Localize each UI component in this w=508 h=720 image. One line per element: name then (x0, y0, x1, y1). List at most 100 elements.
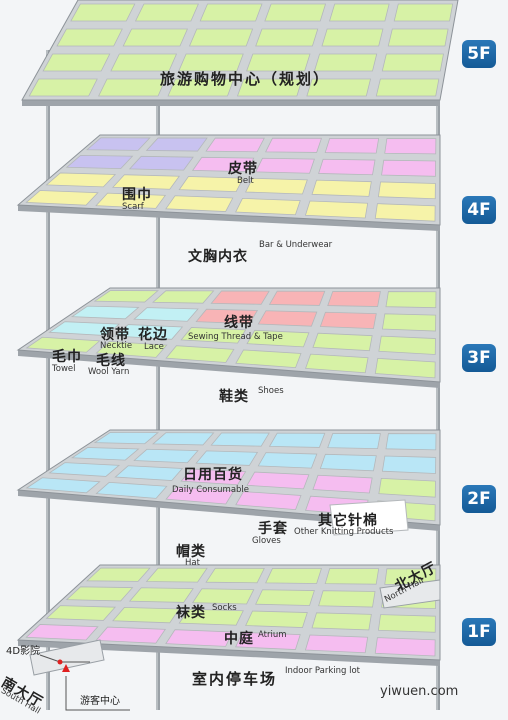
zone-hat-label: 帽类 (176, 544, 206, 560)
shop-cell-2f (48, 462, 121, 477)
shop-cell-3f (381, 313, 437, 332)
shop-cell-3f (70, 305, 140, 320)
shop-cell-1f (374, 637, 436, 657)
shop-cell-4f (112, 174, 180, 190)
shop-cell-2f (93, 432, 160, 445)
shop-cell-1f (112, 607, 180, 624)
floor-badge-4f[interactable]: 4F (462, 196, 496, 224)
shop-cell-5f (70, 3, 136, 22)
north-hall-strip (379, 579, 441, 609)
shop-cell-4f (95, 192, 167, 209)
shop-cell-4f (235, 197, 301, 216)
shop-cell-5f (134, 3, 199, 22)
shop-cell-4f (381, 159, 437, 177)
shop-cell-4f (45, 172, 117, 188)
shop-cell-4f (165, 195, 234, 212)
zone-daily-label: 日用百货 (183, 467, 243, 483)
shop-cell-3f (195, 308, 259, 325)
shop-cell-5f (42, 53, 111, 72)
shop-cell-2f (235, 491, 302, 511)
shop-cell-5f (393, 3, 454, 22)
zone-parking-en: Indoor Parking lot (285, 666, 360, 676)
shop-cell-3f (385, 291, 437, 309)
zone-thread-label: 线带 (224, 315, 254, 331)
zone-necktie-label: 领带 (100, 327, 130, 343)
floor-badge-5f[interactable]: 5F (462, 40, 496, 68)
zone-shoes-en: Shoes (258, 386, 284, 396)
shop-cell-4f (377, 181, 436, 200)
zone-gloves-en: Gloves (252, 536, 281, 546)
shop-cell-2f (385, 433, 437, 451)
shop-cell-5f (387, 28, 449, 47)
shop-cell-4f (86, 137, 151, 151)
zone-lace-label: 花边 (138, 327, 168, 343)
shop-cell-2f (165, 486, 235, 505)
shop-cell-1f (318, 590, 376, 608)
shop-cell-1f (304, 634, 369, 654)
shop-cell-3f (378, 335, 436, 355)
shop-cell-5f (313, 53, 378, 72)
slab-edge-1f (18, 640, 440, 666)
shop-cell-4f (304, 200, 369, 219)
shop-cell-4f (374, 203, 436, 222)
shop-cell-5f (122, 28, 189, 47)
shop-cell-5f (178, 53, 244, 72)
shop-cell-5f (188, 28, 254, 47)
shop-cell-2f (319, 453, 377, 472)
shop-cell-1f (255, 589, 315, 606)
shop-cell-5f (255, 28, 319, 47)
shop-cell-4f (145, 137, 208, 152)
cinema-4d-label: 4D影院 (6, 646, 41, 657)
shop-cell-3f (246, 329, 310, 348)
shop-cell-5f (199, 3, 263, 22)
shop-cell-5f (167, 78, 235, 97)
cinema-marker-icon (57, 659, 63, 665)
zone-scarf-label: 围巾 (122, 187, 152, 203)
floor-badge-2f[interactable]: 2F (462, 485, 496, 513)
floor-badge-3f[interactable]: 3F (462, 344, 496, 372)
shop-cell-3f (95, 341, 168, 358)
shop-cell-3f (312, 332, 373, 352)
shop-cell-2f (133, 448, 199, 464)
shop-cell-4f (311, 179, 372, 197)
shop-cell-2f (152, 432, 215, 446)
shop-cell-1f (145, 567, 208, 583)
slab-edge-3f (18, 350, 440, 388)
shop-cell-4f (324, 137, 380, 154)
shop-cell-3f (319, 311, 377, 330)
shop-cell-4f (265, 137, 323, 153)
shop-cell-3f (114, 324, 184, 340)
shop-cell-1f (324, 568, 380, 585)
shop-cell-3f (210, 290, 270, 305)
zone-towel-label: 毛巾 (52, 349, 82, 365)
zone-socks-en: Socks (212, 603, 237, 613)
zone-necktie-en: Necktie (100, 341, 133, 351)
shop-cell-1f (165, 629, 234, 647)
shop-cell-5f (321, 28, 384, 47)
shop-cell-1f (86, 567, 151, 582)
visitor-center-label: 游客中心 (80, 696, 120, 707)
shop-cell-2f (195, 450, 259, 466)
shop-cell-3f (257, 310, 318, 327)
shop-cell-3f (305, 353, 369, 374)
shop-cell-1f (265, 568, 323, 584)
zone-thread-en: Sewing Thread & Tape (188, 332, 283, 342)
shop-cell-2f (257, 452, 318, 469)
shop-cell-1f (235, 631, 301, 650)
zone-shoes-label: 鞋类 (219, 389, 249, 405)
shop-cell-5f (329, 3, 390, 22)
floor-badge-1f[interactable]: 1F (462, 618, 496, 646)
shop-cell-4f (191, 156, 255, 173)
zone-belt-en: Belt (237, 176, 254, 186)
shop-cell-3f (180, 327, 247, 344)
visitor-callout-line (65, 676, 130, 711)
site-credit: yiwuen.com (380, 684, 459, 699)
shop-cell-4f (25, 190, 99, 206)
zone-parking-label: 室内停车场 (192, 670, 278, 688)
zone-knit-en: Other Knitting Products (294, 527, 394, 537)
shop-cell-4f (318, 158, 376, 176)
shop-cell-1f (191, 588, 255, 605)
shop-cell-1f (205, 567, 265, 584)
